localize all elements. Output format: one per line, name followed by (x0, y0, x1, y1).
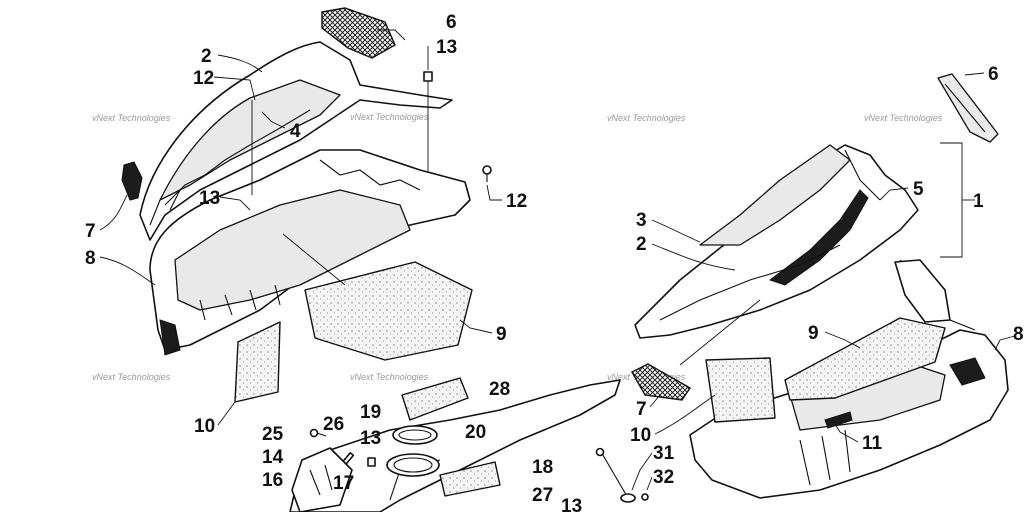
foam-block-part (234, 321, 281, 403)
foam-pad-part (304, 261, 473, 361)
callout-20: 20 (465, 422, 486, 443)
callout-10: 10 (194, 416, 215, 437)
side-vent-part (121, 161, 143, 201)
callout-25: 25 (262, 424, 284, 445)
watermark: vNext Technologies (350, 112, 429, 122)
callout-8: 8 (85, 248, 96, 269)
foam-pad-part (784, 317, 946, 401)
callout-1: 1 (973, 191, 984, 212)
callout-10: 10 (630, 425, 651, 446)
watermark: vNext Technologies (92, 372, 171, 382)
callout-5: 5 (913, 179, 924, 200)
left-hood-assembly (121, 7, 621, 512)
right-leader-lines (631, 72, 1016, 491)
small-pad-part (439, 461, 501, 497)
vent-grille-part (631, 363, 691, 401)
hood-upper-part (139, 41, 453, 241)
watermark: vNext Technologies (864, 113, 943, 123)
callout-7: 7 (85, 221, 96, 242)
callout-26: 26 (323, 414, 344, 435)
callout-12: 12 (193, 68, 214, 89)
callout-19: 19 (360, 402, 381, 423)
right-callouts: 6 5 1 3 2 9 8 7 10 11 31 32 (630, 64, 1024, 488)
vent-grille-part (321, 7, 396, 59)
callout-4: 4 (290, 121, 301, 142)
callout-7: 7 (636, 399, 647, 420)
left-callouts: 2 12 6 13 4 13 12 7 8 9 10 28 19 26 20 2… (85, 12, 582, 512)
right-hood-assembly (595, 73, 1009, 503)
foam-strip-part (401, 377, 469, 421)
screw-icon (482, 165, 492, 182)
callout-32: 32 (653, 467, 674, 488)
callout-13: 13 (561, 496, 582, 512)
hood-stripe-part (768, 189, 869, 286)
nose-pan-inner (174, 189, 411, 311)
callout-31: 31 (653, 443, 675, 464)
callout-9: 9 (496, 324, 507, 345)
hood-upper-inner (159, 79, 341, 201)
callout-8: 8 (1013, 324, 1024, 345)
callout-2: 2 (636, 234, 647, 255)
callout-28: 28 (489, 379, 510, 400)
callout-6: 6 (988, 64, 999, 85)
callout-17: 17 (333, 473, 354, 494)
watermark: vNext Technologies (607, 113, 686, 123)
vent-trim-part (937, 73, 999, 143)
callout-14: 14 (262, 447, 284, 468)
callout-2: 2 (201, 46, 212, 67)
hood-shell-part (634, 144, 919, 339)
callout-12: 12 (506, 191, 527, 212)
gasket-ring-part (392, 425, 438, 445)
callout-13: 13 (436, 37, 457, 58)
callout-18: 18 (532, 457, 553, 478)
watermark: vNext Technologies (350, 372, 429, 382)
callout-13: 13 (360, 428, 381, 449)
callout-11: 11 (862, 433, 883, 454)
gasket-ring-part (386, 453, 440, 477)
foam-block-part (705, 357, 776, 423)
callout-16: 16 (262, 470, 283, 491)
callout-13: 13 (199, 188, 220, 209)
bolt-icon (423, 71, 433, 175)
callout-27: 27 (532, 485, 553, 506)
callout-3: 3 (636, 210, 647, 231)
callout-9: 9 (808, 323, 819, 344)
left-leader-lines (99, 29, 502, 426)
callout-6: 6 (446, 12, 457, 33)
watermark: vNext Technologies (92, 113, 171, 123)
